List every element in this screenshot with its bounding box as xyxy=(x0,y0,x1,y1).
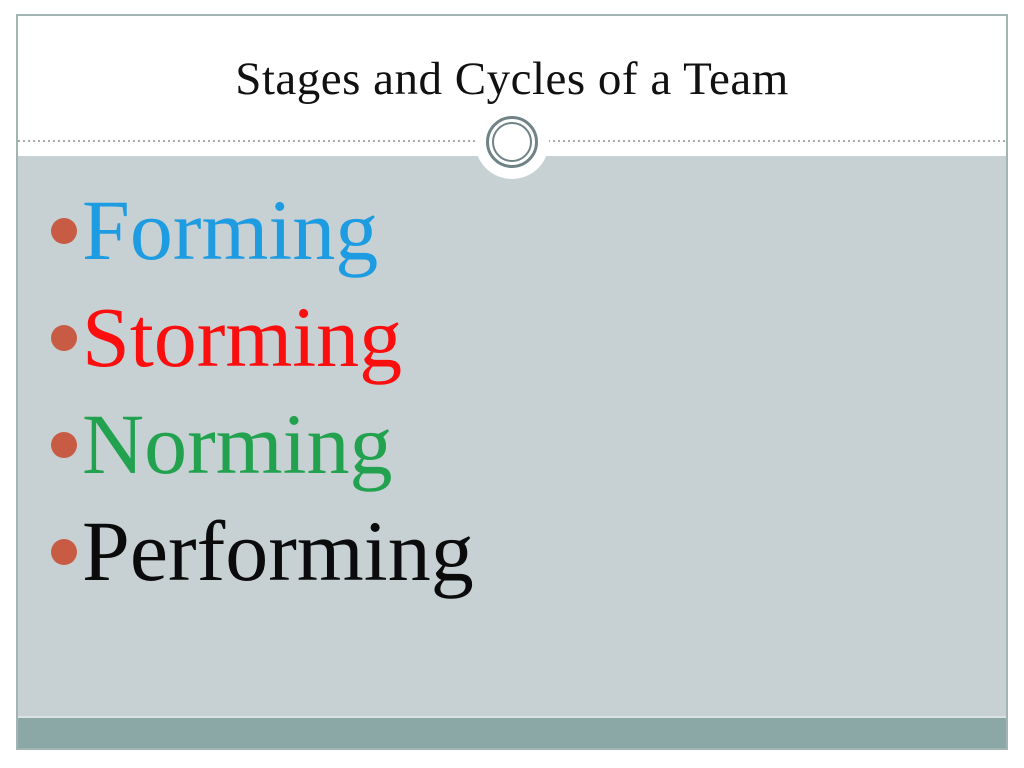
bullet-icon xyxy=(51,431,77,458)
divider-circle-ornament xyxy=(475,105,549,179)
bullet-list: Forming Storming Norming Performing xyxy=(51,176,474,604)
double-ring-icon xyxy=(486,116,538,168)
slide-content-area: Forming Storming Norming Performing xyxy=(18,156,1006,716)
bullet-label: Storming xyxy=(82,288,403,385)
list-item: Performing xyxy=(51,497,474,604)
inner-ring-icon xyxy=(492,122,532,162)
bullet-icon xyxy=(51,324,77,351)
slide-frame: Stages and Cycles of a Team Forming Stor… xyxy=(16,14,1008,750)
bullet-label: Performing xyxy=(82,502,474,599)
list-item: Norming xyxy=(51,390,474,497)
bullet-icon xyxy=(51,217,77,244)
list-item: Storming xyxy=(51,283,474,390)
bullet-icon xyxy=(51,538,77,565)
slide-title: Stages and Cycles of a Team xyxy=(235,53,789,105)
list-item: Forming xyxy=(51,176,474,283)
footer-accent-band xyxy=(18,716,1006,748)
bullet-label: Forming xyxy=(82,181,379,278)
bullet-label: Norming xyxy=(82,395,393,492)
